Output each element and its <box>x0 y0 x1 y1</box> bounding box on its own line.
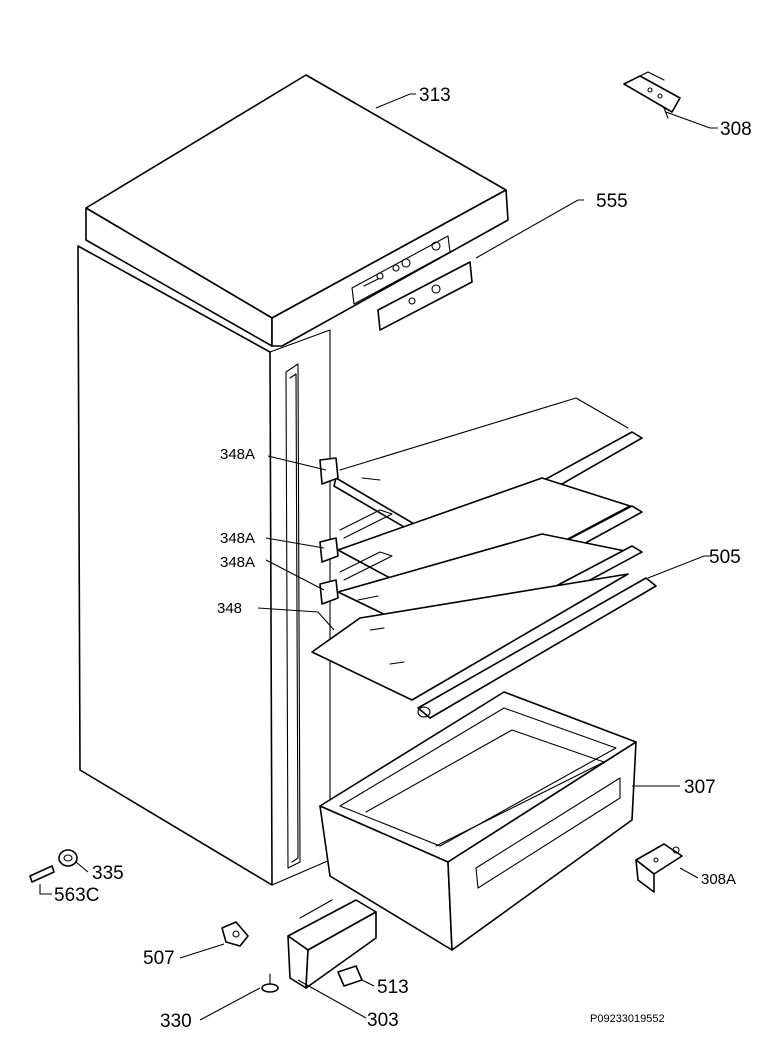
label-348a-mid: 348A <box>220 530 255 547</box>
label-348: 348 <box>217 600 242 617</box>
label-308a: 308A <box>701 871 736 888</box>
foot-330 <box>261 973 279 993</box>
leader-lines <box>39 93 718 1021</box>
bush-335 <box>58 849 78 867</box>
clip-513 <box>337 965 363 987</box>
label-313: 313 <box>419 85 451 106</box>
label-335: 335 <box>92 863 124 884</box>
label-563c: 563C <box>54 885 99 906</box>
label-507: 507 <box>143 948 175 969</box>
control-panel-555 <box>377 261 473 331</box>
label-307: 307 <box>684 777 716 798</box>
label-513: 513 <box>377 977 409 998</box>
kick-plate-303 <box>287 899 377 989</box>
top-cover <box>85 74 509 347</box>
label-303: 303 <box>367 1010 399 1031</box>
crisper-drawer-307 <box>319 691 637 951</box>
catch-507 <box>221 921 249 947</box>
label-348a-top: 348A <box>220 446 255 463</box>
pin-563c <box>29 865 55 883</box>
label-348a-low: 348A <box>220 554 255 571</box>
label-555: 555 <box>596 191 628 212</box>
cabinet-body <box>77 245 331 886</box>
label-308: 308 <box>720 119 752 140</box>
part-labels: 313 308 555 348A 348A 348A 348 505 307 3… <box>54 85 752 1032</box>
hinge-308a <box>635 843 683 893</box>
label-505: 505 <box>709 547 741 568</box>
hinge-308 <box>623 71 681 119</box>
strip-505 <box>417 577 657 719</box>
label-330: 330 <box>160 1011 192 1032</box>
glass-shelf-348 <box>311 573 629 701</box>
drawing-code: P09233019552 <box>590 1013 665 1025</box>
